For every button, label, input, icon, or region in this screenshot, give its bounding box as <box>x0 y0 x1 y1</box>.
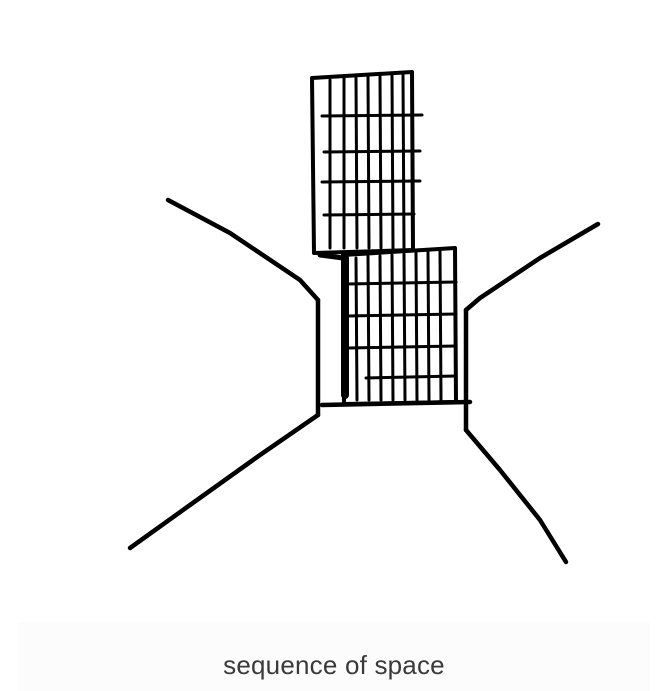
perspective-sketch <box>0 0 668 620</box>
front-tower <box>343 248 456 404</box>
right-wall-lines <box>466 224 598 562</box>
upper-tower <box>312 72 422 258</box>
caption-text: sequence of space <box>0 650 668 681</box>
left-wall-lines <box>130 200 318 548</box>
